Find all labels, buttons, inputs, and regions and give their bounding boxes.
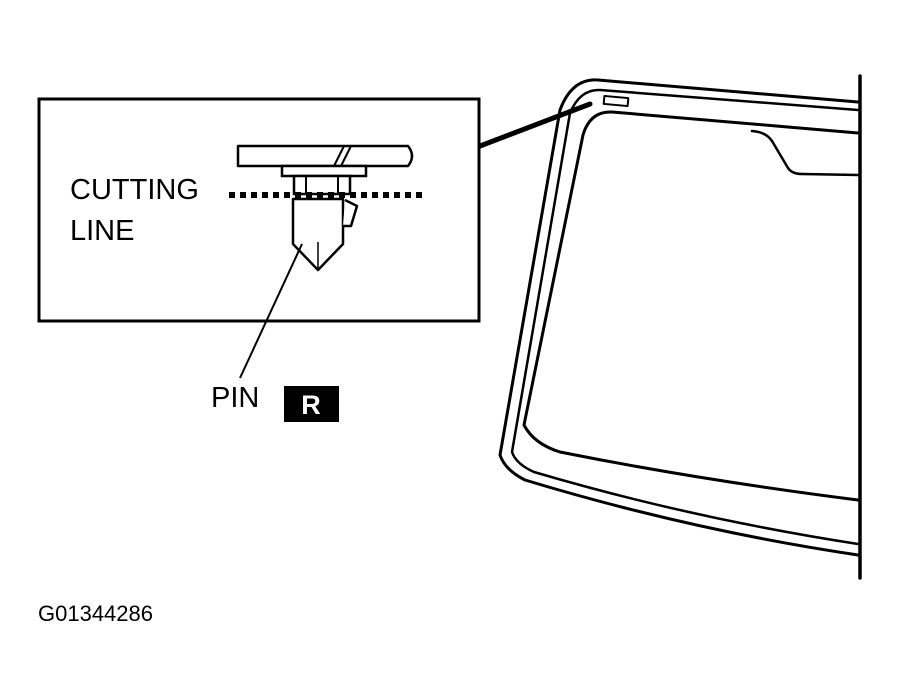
- pin-body: [291, 197, 359, 272]
- replace-badge-letter: R: [301, 390, 321, 420]
- pin-leader-line: [239, 243, 303, 379]
- windshield-outer-edge: [498, 78, 860, 557]
- line-label: LINE: [70, 215, 134, 247]
- mirror-mount-notch: [750, 129, 860, 177]
- figure-id: G01344286: [38, 601, 153, 626]
- cutting-label: CUTTING: [70, 174, 199, 206]
- detail-inset-box: [37, 97, 481, 323]
- pin-location-mark: [602, 94, 630, 108]
- molding-strip: [236, 144, 414, 168]
- windshield-frame-edge: [510, 88, 860, 546]
- windshield-inner-edge: [522, 110, 860, 502]
- pin-label: PIN: [211, 382, 259, 414]
- windshield: [498, 74, 862, 580]
- replace-badge: [284, 386, 339, 422]
- detail-leader-line: [477, 101, 593, 149]
